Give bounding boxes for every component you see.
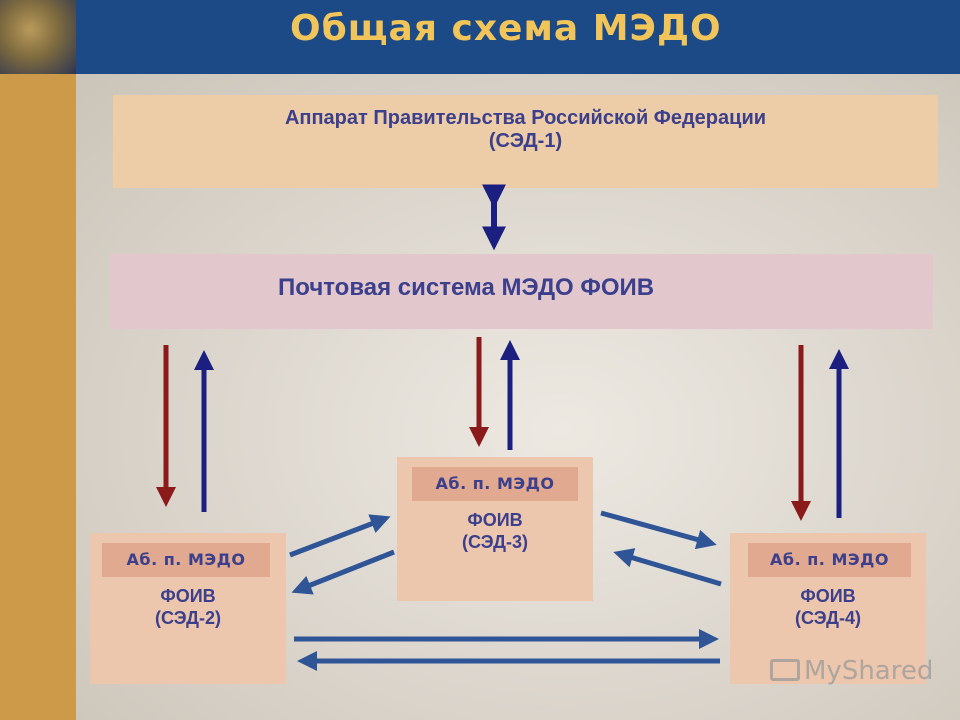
mail-system-label: Почтовая система МЭДО ФОИВ — [278, 274, 655, 301]
foiv-code: (СЭД-3) — [462, 532, 528, 552]
header-bar: Общая схема МЭДО — [0, 0, 960, 74]
sed2-to-sed3-arrow — [289, 514, 391, 558]
sed3-to-sed4-arrow — [600, 510, 717, 550]
foiv-name: ФОИВ — [800, 586, 856, 606]
sed4-to-sed3-arrow — [613, 548, 722, 587]
left-sidebar-stripe — [0, 74, 76, 720]
government-apparatus-title: Аппарат Правительства Российской Федерац… — [284, 107, 767, 129]
foiv-node-label: ФОИВ (СЭД-3) — [397, 509, 593, 553]
foiv-node-sed-2: Аб. п. МЭДО ФОИВ (СЭД-2) — [90, 533, 286, 684]
foiv-name: ФОИВ — [467, 510, 523, 530]
sed3-to-sed2-arrow — [291, 549, 395, 595]
mail-system-box: Почтовая система МЭДО ФОИВ — [110, 254, 933, 329]
page-title: Общая схема МЭДО — [290, 8, 722, 49]
subscriber-badge: Аб. п. МЭДО — [412, 467, 578, 501]
subscriber-badge: Аб. п. МЭДО — [102, 543, 270, 577]
foiv-node-label: ФОИВ (СЭД-4) — [730, 585, 926, 629]
subscriber-badge: Аб. п. МЭДО — [748, 543, 911, 577]
watermark-text: MyShared — [804, 656, 934, 686]
foiv-name: ФОИВ — [160, 586, 216, 606]
foiv-node-sed-3: Аб. п. МЭДО ФОИВ (СЭД-3) — [397, 457, 593, 601]
header-corner-image — [0, 0, 76, 74]
presentation-icon — [770, 659, 800, 681]
government-apparatus-box: Аппарат Правительства Российской Федерац… — [113, 95, 938, 188]
government-apparatus-code: (СЭД-1) — [488, 130, 563, 152]
watermark: MyShared — [770, 656, 933, 686]
foiv-code: (СЭД-4) — [795, 608, 861, 628]
foiv-code: (СЭД-2) — [155, 608, 221, 628]
foiv-node-sed-4: Аб. п. МЭДО ФОИВ (СЭД-4) — [730, 533, 926, 684]
foiv-node-label: ФОИВ (СЭД-2) — [90, 585, 286, 629]
